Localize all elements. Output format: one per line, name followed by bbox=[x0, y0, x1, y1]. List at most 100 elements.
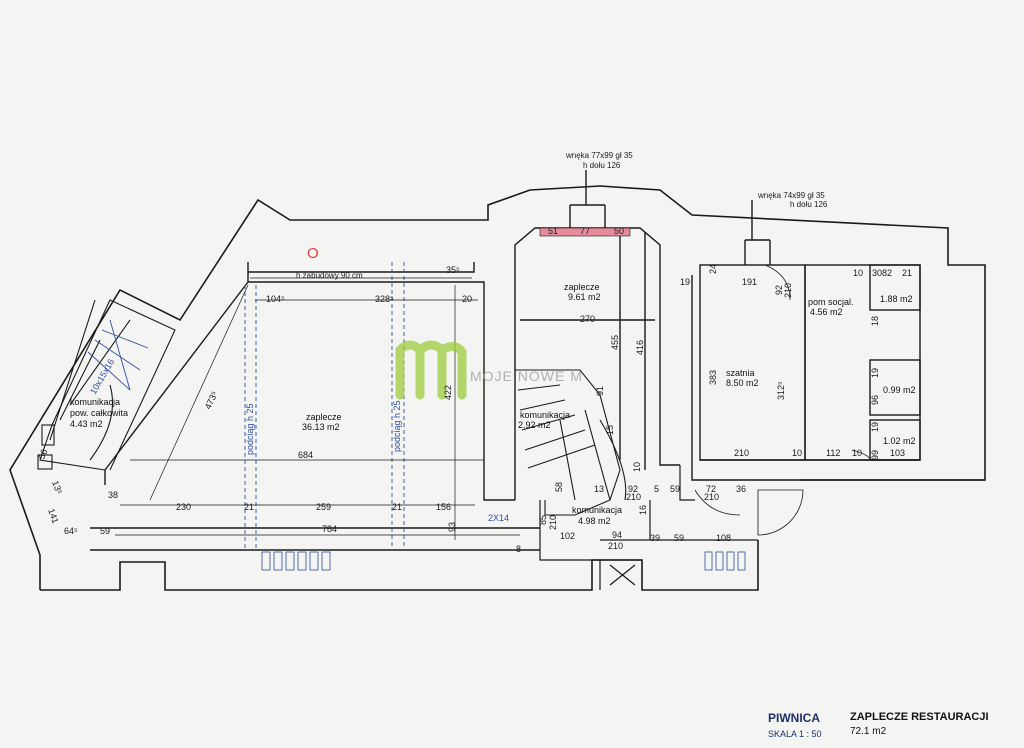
dim-21c: 21 bbox=[902, 268, 912, 278]
stair-marker-label: 2X14 bbox=[488, 513, 509, 523]
room-main-area: 36.13 m2 bbox=[302, 422, 340, 432]
dim-259: 259 bbox=[316, 502, 331, 512]
niche2-note-2: h dołu 126 bbox=[790, 200, 828, 209]
dim-141: 141 bbox=[46, 507, 61, 525]
dim-19: 19 bbox=[680, 277, 690, 287]
dim-104: 104⁵ bbox=[266, 294, 285, 304]
room-comm-left-name: komunikacja bbox=[70, 397, 120, 407]
dim-16: 16 bbox=[638, 505, 648, 515]
dim-210d: 210 bbox=[704, 492, 719, 502]
footer-area: 72.1 m2 bbox=[850, 726, 887, 737]
dim-92: 92 bbox=[628, 484, 638, 494]
watermark-logo-icon bbox=[395, 340, 467, 400]
dim-58: 58 bbox=[554, 482, 564, 492]
dim-13b: 13 bbox=[594, 484, 604, 494]
dim-39: 39 bbox=[650, 533, 660, 543]
dim-416: 416 bbox=[635, 340, 645, 355]
room-wc3-area: 1.02 m2 bbox=[883, 436, 916, 446]
joist-label-1: podciąg h 25 bbox=[245, 403, 255, 455]
left-staircase bbox=[37, 299, 176, 471]
windows-right bbox=[704, 551, 746, 571]
dim-36: 36 bbox=[736, 484, 746, 494]
dim-383: 383 bbox=[708, 370, 718, 385]
dim-51: 51 bbox=[548, 226, 558, 236]
build-height-note: h zabudowy 90 cm bbox=[296, 271, 363, 280]
dim-59a: 59 bbox=[100, 526, 110, 536]
room-locker-area: 8.50 m2 bbox=[726, 378, 759, 388]
niche1-note-1: wnęka 77x99 gł 35 bbox=[565, 151, 633, 160]
main-room-walls bbox=[90, 262, 540, 551]
room-locker-name: szatnia bbox=[726, 368, 755, 378]
dim-455: 455 bbox=[610, 335, 620, 350]
dim-210e: 210 bbox=[783, 283, 793, 298]
room-main-name: zaplecze bbox=[306, 412, 342, 422]
dim-82: 82 bbox=[882, 268, 892, 278]
bottom-corridor-walls bbox=[539, 465, 758, 590]
dim-210f: 210 bbox=[734, 448, 749, 458]
dim-93: 93 bbox=[447, 522, 457, 532]
marker-o: O bbox=[307, 245, 319, 262]
room-comm-left-sub: pow. całkowita bbox=[70, 408, 128, 418]
dim-35: 35⁵ bbox=[446, 265, 460, 275]
dim-10a: 10 bbox=[632, 462, 642, 472]
dim-50: 50 bbox=[614, 226, 624, 236]
dim-24: 24 bbox=[708, 264, 718, 274]
room-comm-bottom-area: 4.98 m2 bbox=[578, 516, 611, 526]
room-labels: zaplecze 36.13 m2 zaplecze 9.61 m2 komun… bbox=[70, 282, 916, 526]
dim-108: 108 bbox=[716, 533, 731, 543]
room-comm-left-area: 4.43 m2 bbox=[70, 419, 103, 429]
dim-85: 85 bbox=[538, 515, 548, 525]
dim-19c: 19 bbox=[870, 422, 880, 432]
room-wc2-area: 0.99 m2 bbox=[883, 385, 916, 395]
dim-784: 784 bbox=[322, 524, 337, 534]
footer-scale: SKALA 1 : 50 bbox=[768, 729, 822, 739]
room-rear-area: 9.61 m2 bbox=[568, 292, 601, 302]
dim-8: 8 bbox=[516, 544, 521, 554]
room-rear-name: zaplecze bbox=[564, 282, 600, 292]
room-wc1-area: 1.88 m2 bbox=[880, 294, 913, 304]
watermark-text: MOJE NOWE M bbox=[470, 368, 583, 384]
dim-96: 96 bbox=[870, 395, 880, 405]
room-social-area: 4.56 m2 bbox=[810, 307, 843, 317]
dim-64: 64⁵ bbox=[64, 526, 78, 536]
rear-room-walls bbox=[514, 170, 680, 500]
joist-label-2: podciąg h 25 bbox=[392, 400, 402, 452]
dim-10d: 10 bbox=[853, 268, 863, 278]
dim-59b: 59 bbox=[670, 484, 680, 494]
wall-niche-1 bbox=[539, 227, 631, 237]
dim-210c: 210 bbox=[608, 541, 623, 551]
dim-328: 328⁵ bbox=[375, 294, 394, 304]
dimension-labels: 51 77 50 104⁵ 328⁵ 20 35⁵ 473⁵ 422 684 3… bbox=[36, 226, 912, 554]
dim-684: 684 bbox=[298, 450, 313, 460]
dim-13: 13⁵ bbox=[50, 479, 64, 496]
dim-10b: 10 bbox=[792, 448, 802, 458]
dim-94: 94 bbox=[612, 530, 622, 540]
dim-270: 270 bbox=[580, 314, 595, 324]
dim-102: 102 bbox=[560, 531, 575, 541]
dim-156: 156 bbox=[436, 502, 451, 512]
dim-20: 20 bbox=[462, 294, 472, 304]
dim-210b: 210 bbox=[548, 515, 558, 530]
dim-30: 30 bbox=[872, 268, 882, 278]
dim-210a: 210 bbox=[626, 492, 641, 502]
footer-title: ZAPLECZE RESTAURACJI bbox=[850, 711, 989, 723]
dim-92b: 92 bbox=[774, 285, 784, 295]
dim-59c: 59 bbox=[674, 533, 684, 543]
dim-77: 77 bbox=[580, 226, 590, 236]
footer-level: PIWNICA bbox=[768, 711, 820, 725]
dim-10c: 10 bbox=[852, 448, 862, 458]
dim-15: 15 bbox=[605, 425, 615, 435]
dim-21a: 21 bbox=[244, 502, 254, 512]
dim-422: 422 bbox=[443, 385, 453, 400]
dim-21b: 21 bbox=[392, 502, 402, 512]
niche2-note-1: wnęka 74x99 gł 35 bbox=[757, 191, 825, 200]
room-comm-mid-name: komunikacja bbox=[520, 410, 570, 420]
dim-103: 103 bbox=[890, 448, 905, 458]
dim-56: 56 bbox=[36, 448, 49, 461]
watermark: MOJE NOWE M bbox=[395, 340, 583, 400]
outer-walls bbox=[9, 185, 986, 591]
dim-112: 112 bbox=[826, 448, 840, 458]
dim-18: 18 bbox=[870, 316, 880, 326]
